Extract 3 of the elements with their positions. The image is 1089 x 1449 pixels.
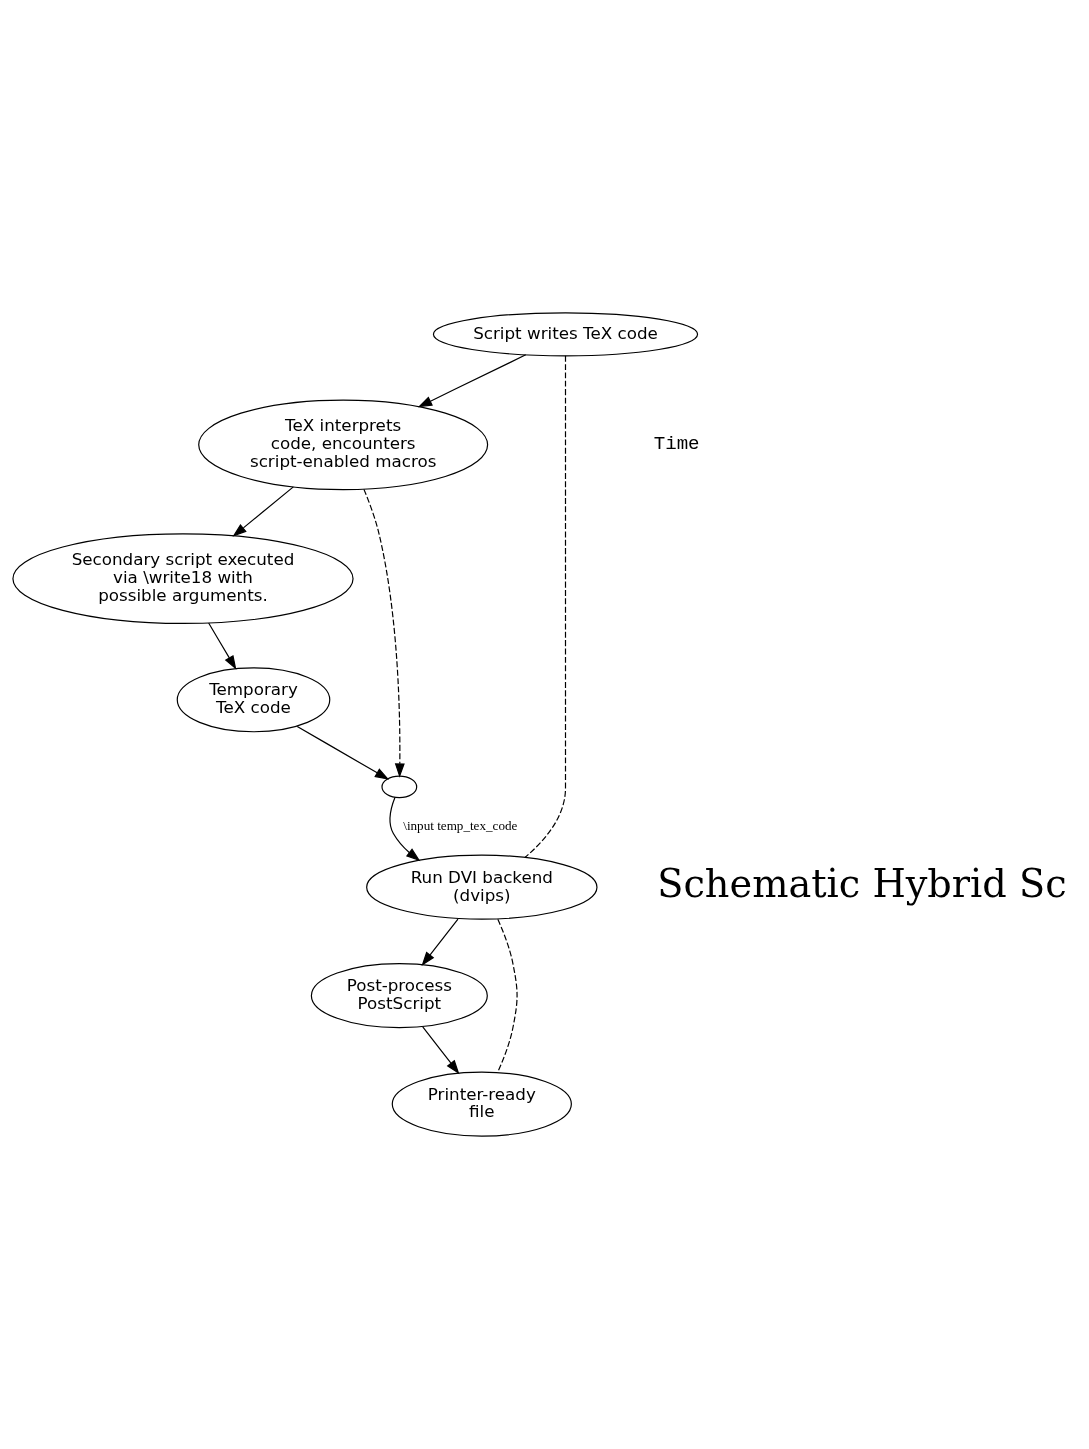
label: Time [653, 433, 700, 456]
label: Schematic Hybrid Sc [657, 860, 1067, 906]
edge-label: \input temp_tex_code [403, 817, 518, 833]
